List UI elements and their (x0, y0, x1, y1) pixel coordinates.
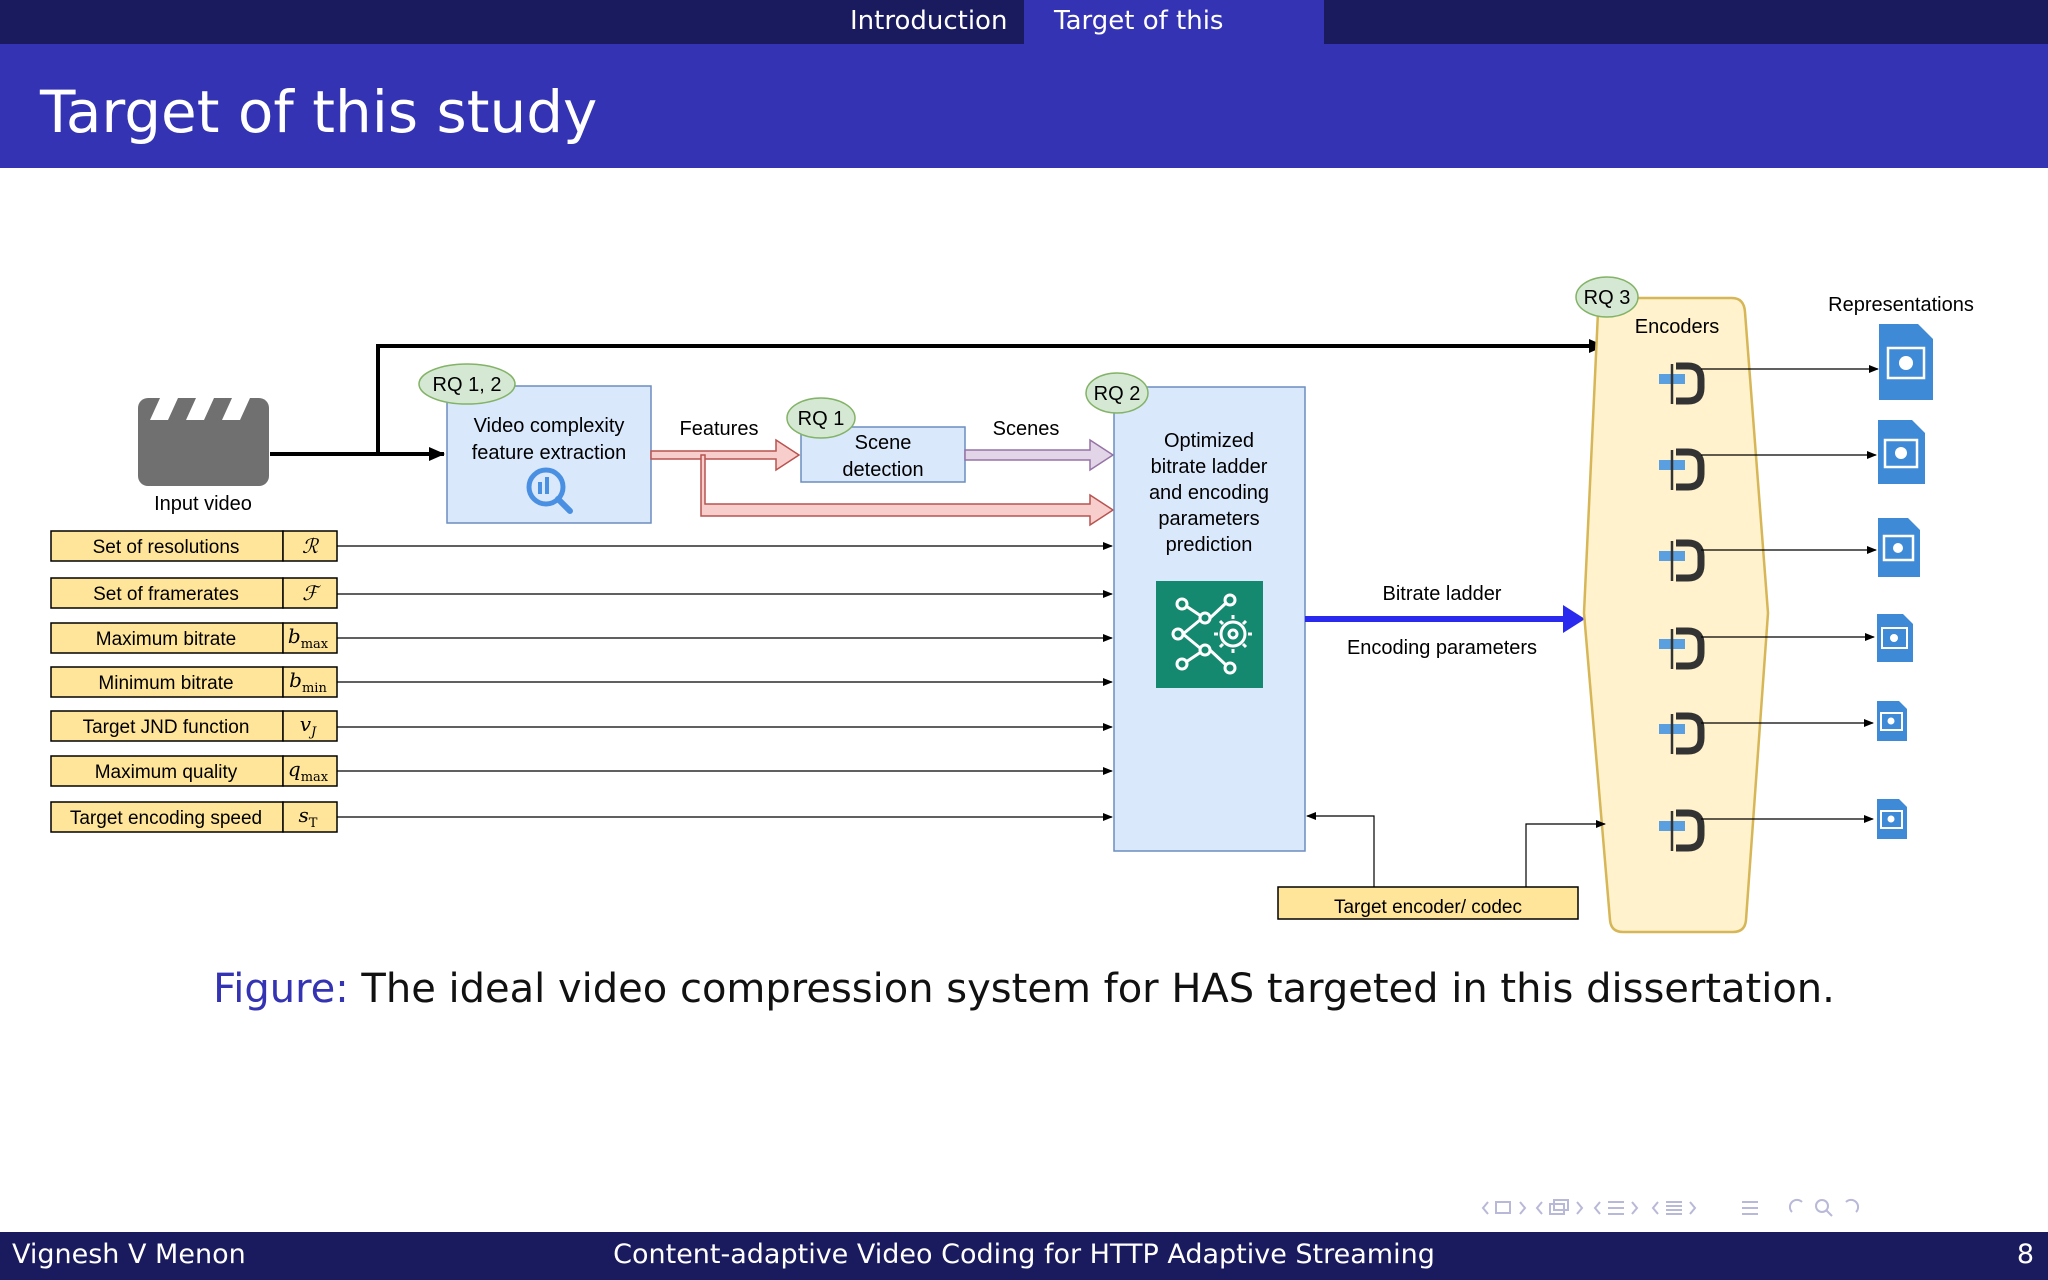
nav-next-frame-icon[interactable] (1519, 1201, 1527, 1215)
input-parameters: Set of resolutions ℛ Set of framerates ℱ… (50, 530, 1113, 833)
video-file-icon (1877, 799, 1907, 839)
features-arrow (650, 438, 1115, 527)
prediction-line-1: Optimized (1164, 430, 1254, 452)
footer-page-number: 8 (2016, 1239, 2034, 1270)
rq-badge-label: RQ 1 (798, 408, 845, 430)
bypass-arrow (270, 339, 1605, 456)
input-symbol-jnd: vJ (300, 712, 317, 740)
clamp-icon (1659, 539, 1705, 582)
codec-to-prediction-arrow (1306, 812, 1375, 887)
input-label-max-bitrate: Maximum bitrate (96, 629, 236, 650)
rq-badge-label: RQ 1, 2 (433, 374, 502, 396)
clamp-icon (1659, 448, 1705, 491)
footer-author: Vignesh V Menon (12, 1239, 246, 1270)
footer-bar: Vignesh V Menon Content-adaptive Video C… (0, 1232, 2048, 1280)
prediction-line-4: parameters (1158, 508, 1259, 530)
video-file-icon (1878, 518, 1920, 577)
nav-section-introduction[interactable]: Introduction (850, 6, 1008, 36)
input-label-encoding-speed: Target encoding speed (70, 808, 262, 829)
input-symbol-encoding-speed: sT (299, 803, 318, 831)
rq-badge (418, 363, 516, 405)
target-encoder-label: Target encoder/ codec (1334, 897, 1522, 918)
scene-detection-box (800, 426, 966, 483)
title-bar (0, 44, 2048, 168)
feature-box-line-1: Video complexity (474, 415, 625, 437)
system-diagram: Input video Video complexity feature ext… (50, 276, 1974, 934)
figure-caption-text: The ideal video compression system for H… (348, 966, 1835, 1012)
feature-box-line-2: feature extraction (472, 442, 627, 464)
clamp-icon (1659, 809, 1705, 852)
input-label-framerates: Set of framerates (93, 584, 239, 605)
nav-next-subsection-icon[interactable] (1576, 1201, 1584, 1215)
bitrate-ladder-label: Bitrate ladder (1383, 583, 1502, 605)
representations-label: Representations (1828, 294, 1974, 316)
clamp-icon (1659, 627, 1705, 670)
figure-caption: Figure: The ideal video compression syst… (0, 966, 2048, 1012)
footer-title: Content-adaptive Video Coding for HTTP A… (613, 1239, 1435, 1270)
scenes-arrow (964, 438, 1115, 472)
rq-badge-label: RQ 2 (1094, 383, 1141, 405)
video-file-icon (1879, 324, 1933, 400)
input-symbol-resolutions: ℛ (302, 534, 320, 558)
prediction-line-3: and encoding (1149, 482, 1269, 504)
encoding-params-label: Encoding parameters (1347, 637, 1537, 659)
nav-document-icon[interactable] (1666, 1201, 1682, 1215)
scenes-label: Scenes (993, 418, 1060, 440)
beamer-navigation-symbols[interactable] (1480, 1190, 2020, 1226)
section-navbar: Introduction Target of this study (0, 0, 2048, 78)
prediction-line-5: prediction (1166, 534, 1253, 556)
nav-prev-frame-icon[interactable] (1481, 1201, 1489, 1215)
input-video-label: Input video (154, 493, 252, 515)
input-label-jnd: Target JND function (83, 717, 250, 738)
nav-prev-section-icon[interactable] (1593, 1201, 1601, 1215)
input-label-max-quality: Maximum quality (95, 762, 238, 783)
nav-search-icon[interactable] (1815, 1199, 1829, 1213)
rq-badge (1085, 372, 1149, 414)
bitrate-ladder-arrow (1305, 605, 1585, 633)
video-file-icon (1877, 614, 1913, 662)
nav-next-document-icon[interactable] (1689, 1201, 1697, 1215)
target-encoder-box (1277, 886, 1579, 920)
analytics-search-icon (526, 467, 573, 514)
encoder-rows (1659, 324, 1933, 852)
nav-frame-icon[interactable] (1495, 1201, 1511, 1214)
prediction-line-2: bitrate ladder (1151, 456, 1268, 478)
input-label-min-bitrate: Minimum bitrate (98, 673, 233, 694)
codec-to-encoders-arrow (1525, 820, 1606, 887)
nav-forward-icon[interactable] (1845, 1198, 1860, 1213)
input-symbol-min-bitrate: bmin (289, 668, 327, 696)
input-symbol-max-bitrate: bmax (288, 624, 329, 652)
input-symbol-max-quality: qmax (288, 757, 329, 785)
nav-section-icon[interactable] (1608, 1201, 1624, 1215)
video-file-icon (1878, 420, 1925, 484)
clapperboard-icon (138, 398, 269, 486)
nav-back-icon[interactable] (1788, 1198, 1803, 1213)
clamp-icon (1659, 362, 1705, 405)
slide-title: Target of this study (40, 78, 598, 146)
input-symbol-framerates: ℱ (302, 581, 321, 605)
nav-prev-subsection-icon[interactable] (1535, 1201, 1543, 1215)
ai-network-icon (1156, 581, 1263, 688)
nav-prev-document-icon[interactable] (1651, 1201, 1659, 1215)
nav-appendix-icon[interactable] (1742, 1201, 1758, 1215)
nav-section-target[interactable]: Target of this study (1024, 0, 1324, 78)
figure-label: Figure: (213, 966, 349, 1012)
rq-badge (786, 397, 856, 439)
video-file-icon (1877, 701, 1907, 741)
rq-badge-label: RQ 3 (1584, 287, 1631, 309)
encoders-label: Encoders (1635, 316, 1720, 338)
encoders-container (1582, 296, 1770, 934)
scene-box-line-1: Scene (855, 432, 912, 454)
input-label-resolutions: Set of resolutions (93, 537, 240, 558)
rq-badge (1575, 276, 1639, 318)
scene-box-line-2: detection (842, 459, 923, 481)
clamp-icon (1659, 712, 1705, 755)
features-label: Features (680, 418, 759, 440)
nav-next-section-icon[interactable] (1631, 1201, 1639, 1215)
